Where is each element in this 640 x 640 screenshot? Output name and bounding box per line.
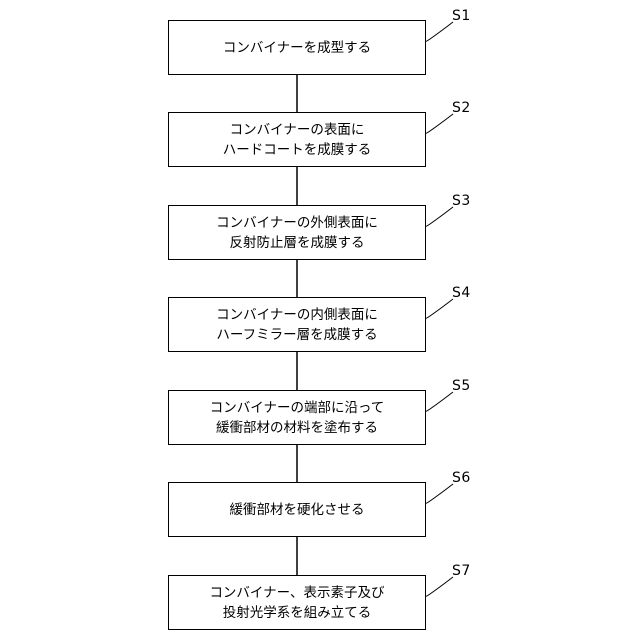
step-label-s1: S1 bbox=[452, 8, 471, 24]
step-box-s6: 緩衝部材を硬化させる bbox=[168, 482, 426, 537]
step-text-line: 投射光学系を組み立てる bbox=[223, 603, 372, 623]
step-text-line: コンバイナーの外側表面に bbox=[216, 213, 378, 233]
step-text-line: コンバイナーを成型する bbox=[223, 38, 371, 58]
step-label-s2: S2 bbox=[452, 100, 471, 116]
step-text-line: コンバイナーの端部に沿って bbox=[210, 398, 385, 418]
step-text-line: コンバイナーの内側表面に bbox=[216, 305, 378, 325]
step-box-s3: コンバイナーの外側表面に反射防止層を成膜する bbox=[168, 205, 426, 260]
step-text-line: コンバイナー、表示素子及び bbox=[209, 583, 384, 603]
step-label-s4: S4 bbox=[452, 285, 471, 301]
step-text-line: ハーフミラー層を成膜する bbox=[216, 325, 377, 345]
step-box-s4: コンバイナーの内側表面にハーフミラー層を成膜する bbox=[168, 297, 426, 352]
step-text-line: 反射防止層を成膜する bbox=[230, 233, 365, 253]
step-label-s7: S7 bbox=[452, 563, 471, 579]
step-label-s6: S6 bbox=[452, 470, 471, 486]
step-box-s1: コンバイナーを成型する bbox=[168, 20, 426, 75]
step-label-s3: S3 bbox=[452, 193, 471, 209]
step-text-line: 緩衝部材の材料を塗布する bbox=[216, 418, 378, 438]
step-box-s5: コンバイナーの端部に沿って緩衝部材の材料を塗布する bbox=[168, 390, 426, 445]
step-text-line: コンバイナーの表面に bbox=[230, 120, 365, 140]
step-box-s7: コンバイナー、表示素子及び投射光学系を組み立てる bbox=[168, 575, 426, 630]
step-box-s2: コンバイナーの表面にハードコートを成膜する bbox=[168, 112, 426, 167]
step-label-s5: S5 bbox=[452, 378, 471, 394]
step-text-line: 緩衝部材を硬化させる bbox=[230, 500, 365, 520]
step-text-line: ハードコートを成膜する bbox=[223, 140, 372, 160]
